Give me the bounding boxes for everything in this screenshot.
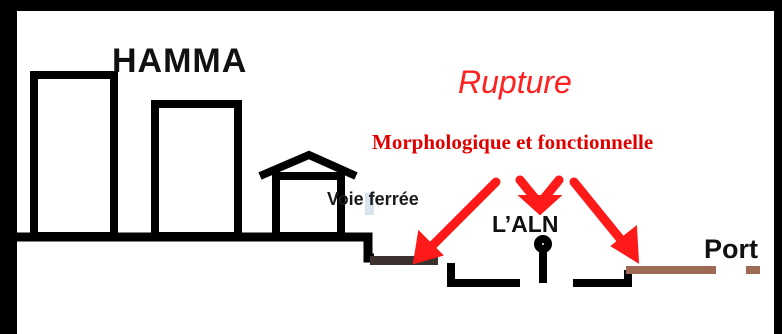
hamma-label: HAMMA — [112, 42, 248, 80]
buildings — [30, 71, 358, 240]
aln-right-basin — [573, 270, 632, 287]
tall-building — [30, 71, 118, 240]
rail-track — [370, 256, 438, 265]
frame-right — [774, 0, 782, 334]
arrow-to-port-icon — [569, 177, 640, 264]
house-roof — [258, 150, 358, 180]
ground-line — [14, 232, 374, 263]
port-label: Port — [704, 234, 758, 264]
aln-label: L’ALN — [492, 211, 559, 237]
rupture-label: Rupture — [458, 64, 572, 100]
port-band — [626, 266, 716, 274]
morphologique-label: Morphologique et fonctionnelle — [372, 130, 654, 154]
text-cursor-highlight — [365, 193, 374, 215]
aln-left-basin — [447, 263, 520, 287]
aln-profile — [447, 235, 632, 287]
frame-left — [0, 0, 17, 334]
voie-ferree-label: Voie ferrée — [327, 189, 419, 209]
frame-top — [0, 0, 782, 11]
arrow-to-aln-icon — [515, 175, 564, 216]
rupture-arrows — [412, 175, 640, 265]
aln-pillar-head — [534, 235, 552, 253]
port-band-tail — [746, 266, 760, 274]
mid-building — [151, 100, 242, 240]
arrow-to-rail-icon — [412, 177, 501, 265]
